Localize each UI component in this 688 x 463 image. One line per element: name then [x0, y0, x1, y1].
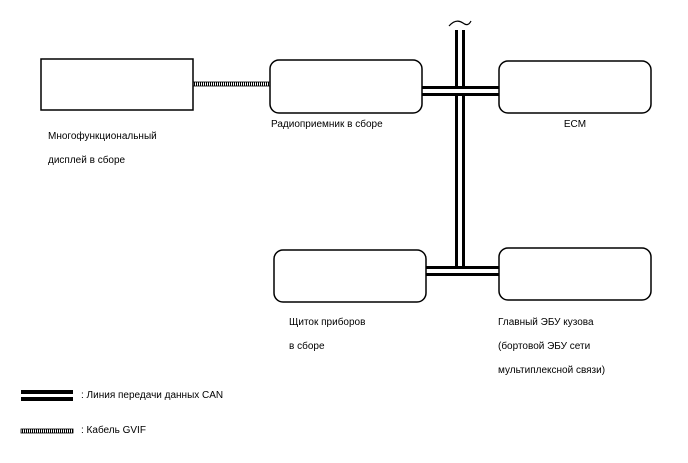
multi-display-box — [40, 58, 194, 111]
legend-gvif-text: : Кабель GVIF — [81, 425, 146, 436]
meter-label: Щиток приборов в сборе — [289, 305, 365, 365]
multi-display-label: Многофункциональный дисплей в сборе — [48, 119, 157, 179]
radio-box — [269, 59, 423, 114]
ecm-box — [498, 60, 652, 114]
can-bus-break-mark — [448, 19, 472, 30]
gvif-cable — [192, 81, 271, 87]
main-body-ecu-label-line2: (бортовой ЭБУ сети — [498, 341, 591, 352]
legend-can-text: : Линия передачи данных CAN — [81, 390, 224, 401]
meter-box — [273, 249, 427, 303]
can-bus-trunk — [455, 28, 465, 274]
legend-gvif-symbol — [20, 428, 74, 434]
main-body-ecu-label-line1: Главный ЭБУ кузова — [498, 317, 594, 328]
main-body-ecu-label-line3: мультиплексной связи) — [498, 365, 606, 376]
multi-display-label-line2: дисплей в сборе — [48, 155, 126, 166]
main-body-ecu-box — [498, 247, 652, 301]
legend-can-symbol — [21, 390, 73, 401]
meter-label-line1: Щиток приборов — [289, 317, 366, 328]
radio-label: Радиоприемник в сборе — [271, 119, 383, 130]
ecm-label: ECM — [563, 119, 587, 130]
main-body-ecu-label: Главный ЭБУ кузова (бортовой ЭБУ сети му… — [498, 305, 605, 389]
multi-display-label-line1: Многофункциональный — [48, 131, 157, 142]
meter-label-line2: в сборе — [289, 341, 325, 352]
